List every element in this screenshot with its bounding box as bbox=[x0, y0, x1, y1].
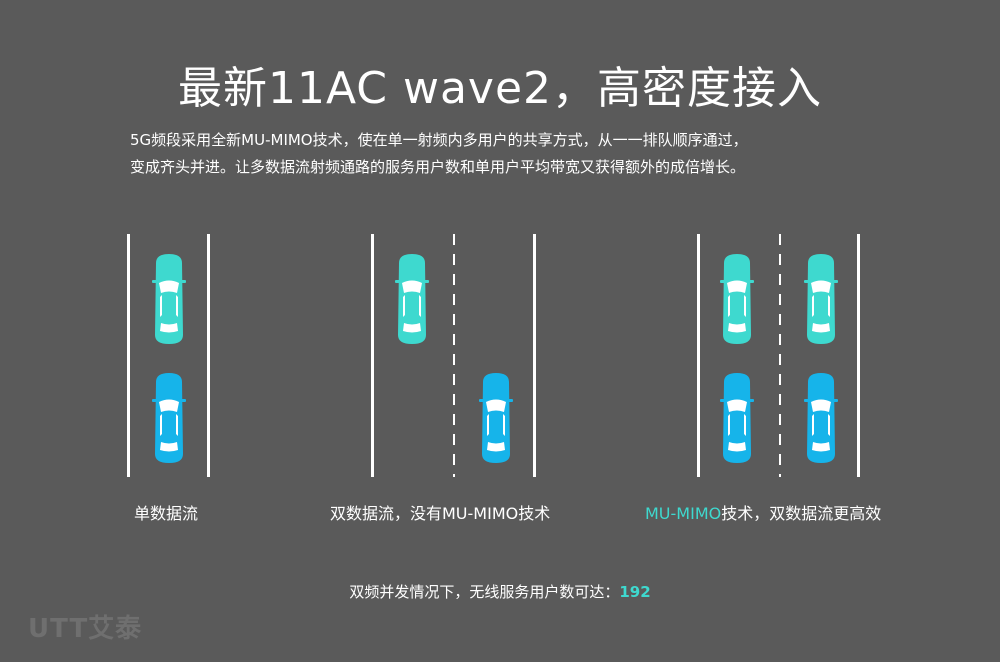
dual-stream-mimo-caption-text: 技术，双数据流更高效 bbox=[721, 504, 882, 523]
footer-value: 192 bbox=[619, 583, 651, 601]
single-stream-caption: 单数据流 bbox=[134, 504, 199, 523]
page-title: 最新11AC wave2，高密度接入 bbox=[177, 63, 823, 114]
dual-stream-mimo-diagram bbox=[697, 234, 862, 477]
description: 5G频段采用全新MU-MIMO技术，使在单一射频内多用户的共享方式，从一一排队顺… bbox=[130, 127, 890, 181]
road-edge-line bbox=[697, 234, 700, 477]
description-line-2: 变成齐头并进。让多数据流射频通路的服务用户数和单用户平均带宽又获得额外的成倍增长… bbox=[130, 158, 746, 176]
road-edge-line bbox=[857, 234, 860, 477]
dual-stream-no-mimo-diagram bbox=[371, 234, 538, 477]
dual-stream-no-mimo-caption: 双数据流，没有MU-MIMO技术 bbox=[330, 504, 551, 523]
road-edge-line bbox=[127, 234, 130, 477]
car-top-view-icon bbox=[479, 373, 513, 463]
footer-label: 双频并发情况下，无线服务用户数可达： bbox=[349, 583, 620, 601]
car-top-view-icon bbox=[720, 254, 754, 344]
car-top-view-icon bbox=[720, 373, 754, 463]
road-edge-line bbox=[207, 234, 210, 477]
single-stream-diagram bbox=[127, 234, 212, 477]
lane-divider-dashed bbox=[779, 234, 781, 477]
mu-mimo-highlight: MU-MIMO bbox=[645, 504, 722, 523]
road-edge-line bbox=[371, 234, 374, 477]
footer-stat: 双频并发情况下，无线服务用户数可达：192 bbox=[0, 581, 1000, 602]
car-top-view-icon bbox=[804, 254, 838, 344]
car-top-view-icon bbox=[395, 254, 429, 344]
description-line-1: 5G频段采用全新MU-MIMO技术，使在单一射频内多用户的共享方式，从一一排队顺… bbox=[130, 131, 748, 149]
dual-stream-mimo-caption: MU-MIMO技术，双数据流更高效 bbox=[645, 500, 881, 524]
road-edge-line bbox=[533, 234, 536, 477]
lane-divider-dashed bbox=[453, 234, 455, 477]
car-top-view-icon bbox=[804, 373, 838, 463]
car-top-view-icon bbox=[152, 254, 186, 344]
utt-logo: UTT艾泰 bbox=[28, 614, 143, 644]
car-top-view-icon bbox=[152, 373, 186, 463]
